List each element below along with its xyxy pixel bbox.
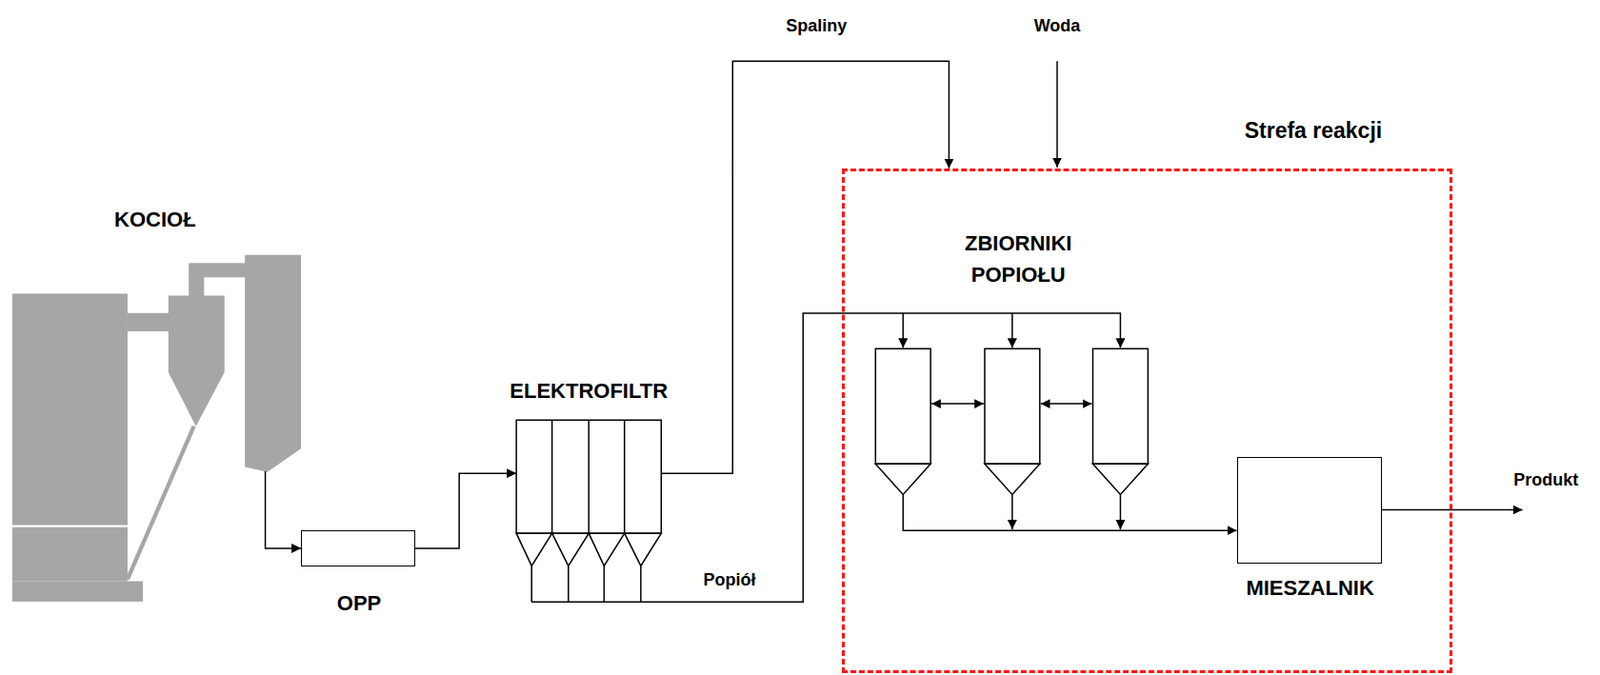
- precipitator-drawing: [516, 420, 661, 566]
- node-label: ZBIORNIKI POPIOŁU: [937, 227, 1100, 291]
- node-label: OPP: [337, 587, 381, 620]
- reaction-zone: Strefa reakcjiZBIORNIKI POPIOŁUMIESZALNI…: [841, 168, 1453, 674]
- connector-segment: [265, 471, 301, 549]
- connector-segment: [1120, 495, 1122, 530]
- stream-label: Produkt: [1510, 469, 1581, 490]
- node-label: MIESZALNIK: [1245, 572, 1374, 604]
- node-label: Strefa reakcji: [1244, 114, 1382, 148]
- connector-segment: [415, 473, 517, 549]
- boiler: KOCIOŁ: [12, 203, 301, 602]
- ash-tanks: ZBIORNIKI POPIOŁU: [872, 224, 1150, 496]
- connector-segment: [567, 566, 570, 603]
- flow-label: Spaliny: [782, 15, 850, 36]
- flow-connector: [660, 60, 949, 474]
- boiler-drawing: [12, 255, 301, 602]
- fly-ash-separator: OPP: [300, 530, 416, 567]
- ash-tank-drawing: [875, 348, 1148, 495]
- connector-segment: [530, 566, 533, 603]
- node-label: KOCIOŁ: [114, 203, 197, 236]
- node-label: ELEKTROFILTR: [509, 375, 668, 407]
- flow-connector: [265, 471, 301, 549]
- flow-connector: [902, 495, 1237, 532]
- flow-connector: [415, 473, 517, 549]
- flow-label: Popiół: [700, 569, 760, 590]
- connector-segment: [660, 60, 949, 474]
- electrostatic-precipitator: ELEKTROFILTR: [516, 420, 661, 566]
- mixer: MIESZALNIK: [1237, 457, 1382, 565]
- connector-segment: [901, 313, 904, 348]
- connector-segment: [1011, 313, 1014, 348]
- flow-arrows: [931, 60, 1522, 510]
- connector-segment: [902, 495, 1237, 532]
- stream-label: Woda: [1031, 15, 1084, 36]
- connector-segment: [640, 566, 642, 603]
- flow-connector: [531, 313, 1120, 602]
- connector-segment: [531, 313, 1120, 602]
- connector-segment: [1011, 495, 1014, 530]
- connector-segment: [603, 566, 606, 603]
